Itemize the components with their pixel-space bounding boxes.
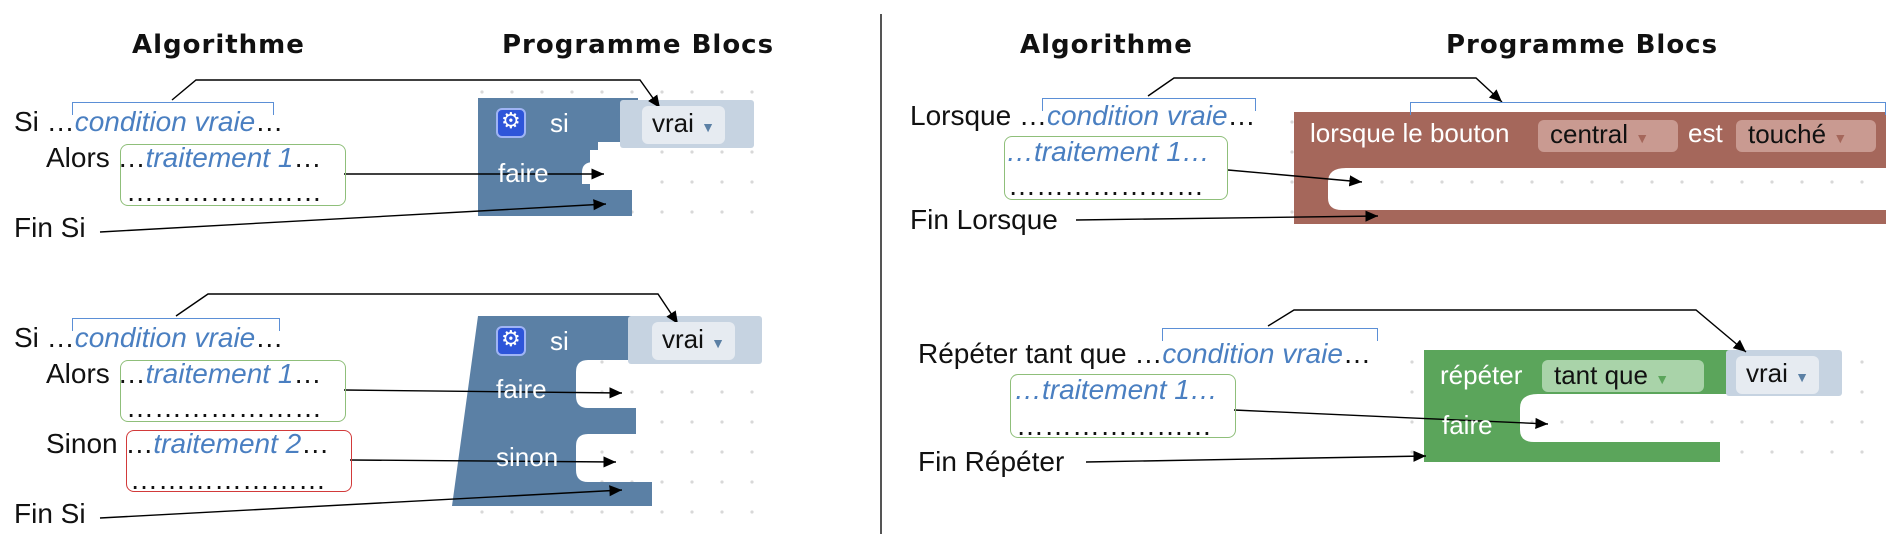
event-block[interactable]: [1294, 112, 1886, 224]
dots-line: …………………: [1016, 410, 1212, 441]
heading-programme-right: Programme Blocs: [1446, 30, 1719, 60]
algo-alors-line: Alors …traitement 1…: [46, 142, 322, 173]
algo-traitement-line: …traitement 1…: [1014, 374, 1218, 405]
block-si-label: si: [550, 326, 569, 356]
block-lorsque-label: lorsque le bouton: [1310, 118, 1510, 148]
algo-repeter-line: Répéter tant que …condition vraie…: [918, 338, 1371, 369]
dots-line: …………………: [126, 392, 322, 423]
algo-si-line: Si …condition vraie…: [14, 322, 284, 353]
condition-bracket: [1042, 98, 1256, 111]
tant-que-dropdown-label[interactable]: tant que ▼: [1554, 360, 1670, 390]
heading-algorithme-left: Algorithme: [132, 30, 305, 60]
gear-icon[interactable]: [496, 108, 526, 138]
block-faire-label: faire: [1442, 410, 1493, 440]
central-dropdown: [1538, 120, 1678, 152]
algo-fin-lorsque: Fin Lorsque: [910, 204, 1058, 235]
central-dropdown-label[interactable]: central ▼: [1550, 119, 1650, 149]
block-sinon-label: sinon: [496, 442, 559, 472]
vrai-dropdown-2[interactable]: vrai ▼: [652, 322, 735, 360]
condition-bracket: [1162, 328, 1378, 341]
traitement-box: [1004, 136, 1228, 200]
traitement-box-red: [126, 430, 352, 492]
touche-dropdown-label[interactable]: touché ▼: [1748, 119, 1848, 149]
block-si-label: si: [550, 108, 569, 138]
vrai-dropdown-1[interactable]: vrai ▼: [642, 106, 725, 144]
traitement-box: [120, 360, 346, 422]
tant-que-dropdown: [1542, 360, 1704, 392]
dropdown-arrow-icon: ▼: [1635, 130, 1650, 146]
dots-line: …………………: [1008, 170, 1204, 201]
dropdown-arrow-icon: ▼: [1795, 369, 1809, 385]
block-faire-label: faire: [496, 374, 547, 404]
dropdown-arrow-icon: ▼: [711, 335, 725, 351]
dropdown-arrow-icon: ▼: [1833, 130, 1848, 146]
heading-programme-left: Programme Blocs: [502, 30, 775, 60]
vrai-dropdown-4[interactable]: vrai ▼: [1736, 356, 1819, 394]
algo-lorsque-line: Lorsque …condition vraie…: [910, 100, 1256, 131]
block-est-label: est: [1688, 118, 1723, 148]
block-repeter-label: répéter: [1440, 360, 1523, 390]
block-faire-label: faire: [498, 158, 549, 188]
traitement-box: [1010, 374, 1236, 438]
traitement-box: [120, 144, 346, 206]
algo-si-line: Si …condition vraie…: [14, 106, 284, 137]
dots-line: …………………: [126, 176, 322, 207]
algo-traitement-line: …traitement 1…: [1006, 136, 1210, 167]
algo-alors-line: Alors …traitement 1…: [46, 358, 322, 389]
dots-line: …………………: [130, 464, 326, 495]
algo-sinon-line: Sinon …traitement 2…: [46, 428, 330, 459]
dropdown-arrow-icon: ▼: [701, 119, 715, 135]
algo-fin-si: Fin Si: [14, 212, 86, 243]
algo-fin-si: Fin Si: [14, 498, 86, 529]
condition-bracket: [72, 102, 274, 115]
condition-bracket: [1410, 102, 1886, 115]
algo-fin-repeter: Fin Répéter: [918, 446, 1065, 477]
heading-algorithme-right: Algorithme: [1020, 30, 1193, 60]
dropdown-arrow-icon: ▼: [1655, 371, 1670, 387]
condition-bracket: [72, 318, 280, 331]
panel-divider: [880, 14, 882, 534]
touche-dropdown: [1736, 120, 1876, 152]
gear-icon[interactable]: [496, 326, 526, 356]
